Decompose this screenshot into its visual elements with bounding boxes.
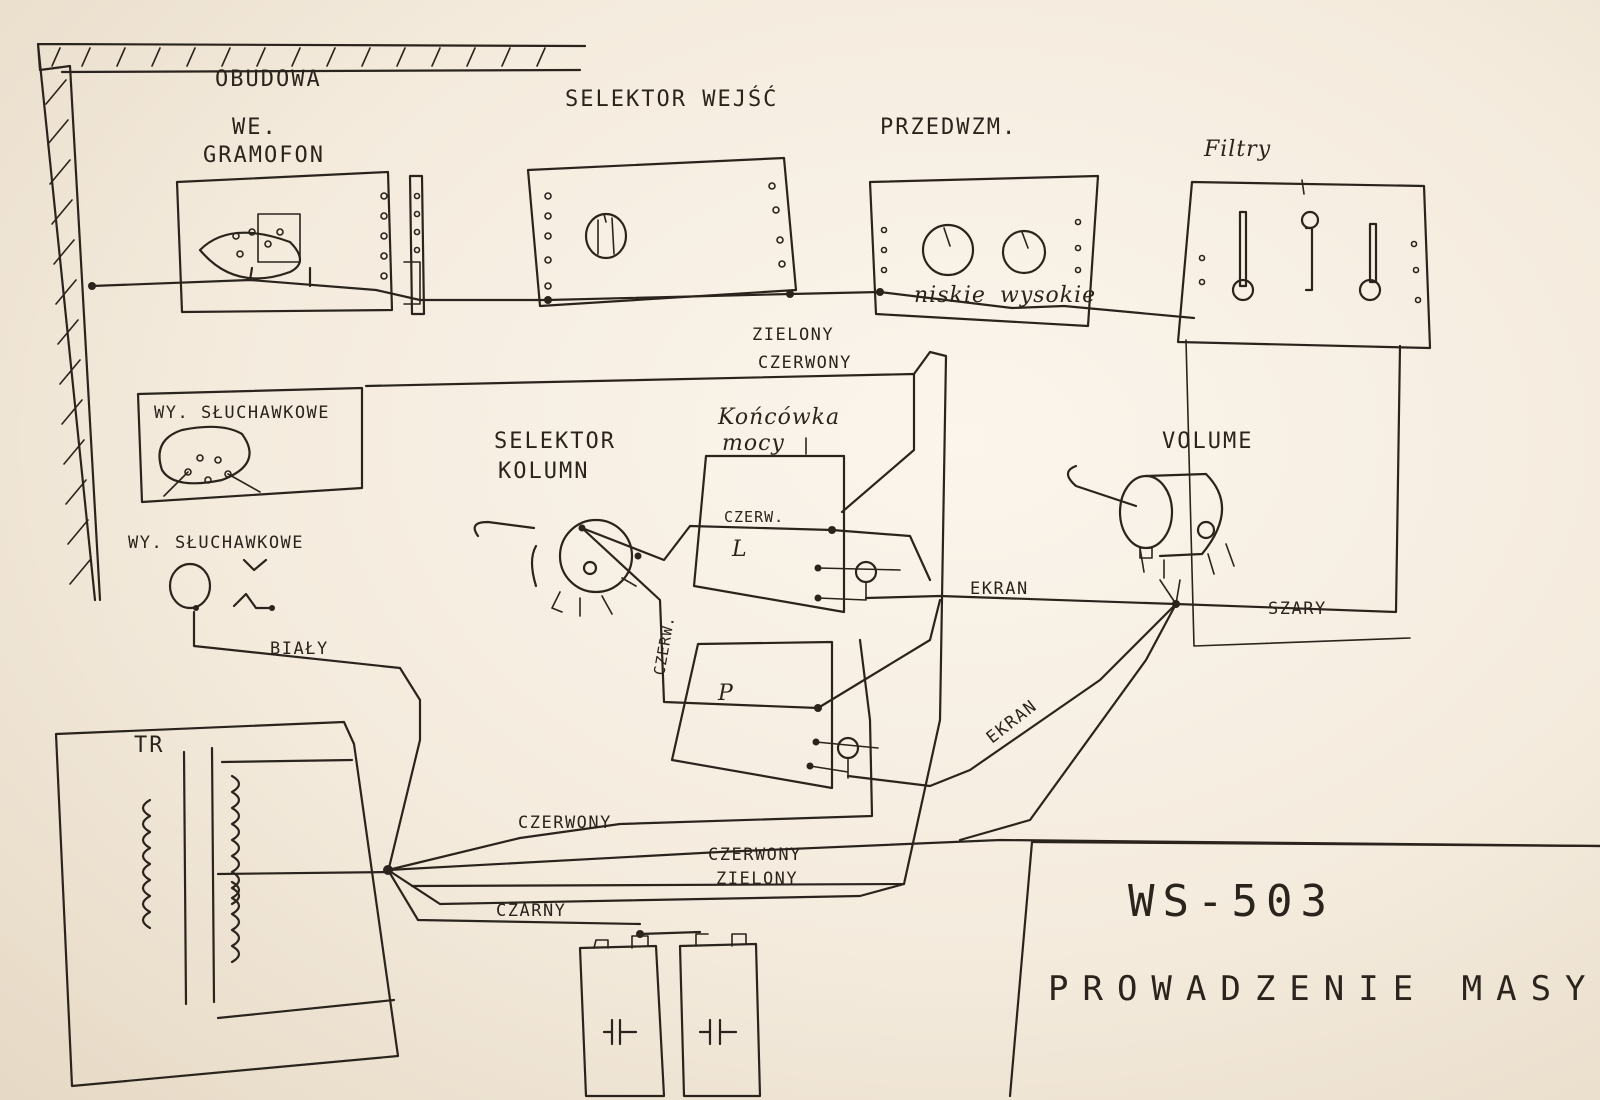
- turntable-label-1: WE.: [232, 115, 278, 140]
- filters-label: Filtry: [1203, 137, 1271, 162]
- transformer-label: TR: [134, 733, 165, 758]
- wire-czerwony-2: CZERWONY: [708, 845, 802, 865]
- wire-czerwony-top: CZERWONY: [758, 353, 852, 373]
- wire-czerwony-1: CZERWONY: [518, 813, 612, 833]
- title-block: [1008, 840, 1600, 1098]
- transformer: [54, 720, 400, 1088]
- headphone-out-bottom-label: WY. SŁUCHAWKOWE: [128, 533, 304, 553]
- power-amp-label-1: Końcówka: [717, 405, 840, 430]
- headphone-out-top-board: [136, 386, 364, 504]
- wire-ekran-top: EKRAN: [970, 579, 1029, 599]
- input-selector-label: SELEKTOR WEJŚĆ: [565, 86, 778, 112]
- headphone-out-top-label: WY. SŁUCHAWKOWE: [154, 403, 330, 423]
- chassis-label: OBUDOWA: [215, 67, 322, 92]
- wire-czerw-amp: CZERW.: [724, 508, 784, 526]
- wire-szary: SZARY: [1268, 599, 1327, 619]
- speaker-selector-label-1: SELEKTOR: [494, 429, 616, 454]
- headphone-out-bottom-jack: [168, 558, 275, 611]
- speaker-selector-label-2: KOLUMN: [498, 459, 589, 484]
- preamp-board: [868, 174, 1100, 328]
- wire-bialy: BIAŁY: [270, 639, 329, 659]
- volume-pot: [1066, 464, 1235, 608]
- knob-high-label: wysokie: [1000, 283, 1096, 308]
- wire-czerw-vertical: CZERW.: [650, 614, 678, 676]
- channel-left-label: L: [731, 537, 748, 562]
- filters-board: [1176, 179, 1432, 350]
- turntable-input-board: [175, 170, 426, 316]
- speaker-selector: [473, 518, 642, 617]
- input-selector-board: [526, 156, 798, 308]
- wire-zielony-top: ZIELONY: [752, 325, 834, 345]
- capacitors: [578, 930, 762, 1098]
- preamp-label: PRZEDWZM.: [880, 115, 1017, 140]
- power-amp-board: [670, 437, 901, 790]
- chassis-rail: [36, 42, 587, 602]
- model-title: WS-503: [1128, 876, 1335, 927]
- turntable-label-2: GRAMOFON: [203, 143, 325, 168]
- power-amp-label-2: mocy: [722, 431, 785, 456]
- wire-zielony-bottom: ZIELONY: [716, 869, 798, 889]
- wire-czarny: CZARNY: [496, 901, 566, 921]
- channel-right-label: P: [717, 681, 734, 706]
- volume-label: VOLUME: [1162, 429, 1253, 454]
- caption-title: PROWADZENIE MASY: [1048, 969, 1600, 1009]
